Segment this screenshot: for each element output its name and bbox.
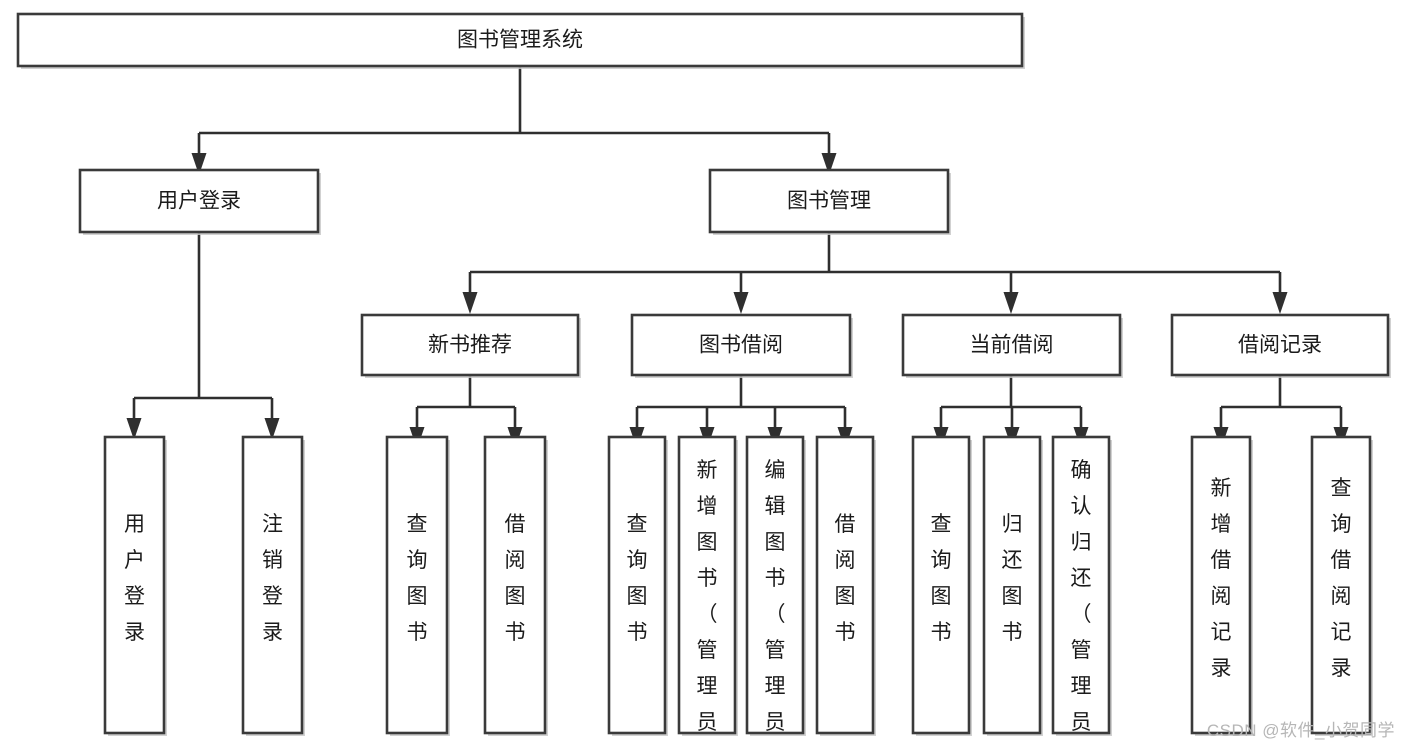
node-label: 查询图书	[627, 513, 648, 644]
node-book-borrow[interactable]: 图书借阅	[630, 313, 853, 378]
edge-group-user-login-to-leaves	[126, 232, 280, 440]
node-rect	[607, 435, 667, 735]
node-root-system[interactable]: 图书管理系统	[16, 12, 1025, 69]
node-leaf-query-book-borrow[interactable]: 查询图书	[607, 435, 668, 736]
node-rect	[241, 435, 304, 735]
edge-group-root-to-level2	[191, 66, 837, 175]
node-label: 用户登录	[157, 190, 241, 213]
node-label: 注销登录	[262, 513, 283, 644]
node-rect	[1310, 435, 1372, 735]
node-label: 图书管理	[787, 190, 871, 213]
edge-group-level2-to-level3	[462, 232, 1288, 314]
node-book-management[interactable]: 图书管理	[708, 168, 951, 235]
node-leaf-add-borrow-record[interactable]: 新增借阅记录	[1190, 435, 1253, 736]
node-layer: 图书管理系统用户登录图书管理新书推荐图书借阅当前借阅借阅记录用户登录注销登录查询…	[16, 12, 1391, 747]
node-rect	[708, 168, 950, 234]
node-current-borrow[interactable]: 当前借阅	[901, 313, 1123, 378]
node-rect	[677, 435, 737, 735]
node-label: 新书推荐	[428, 334, 512, 357]
node-label: 图书管理系统	[457, 29, 583, 52]
node-rect	[16, 12, 1024, 68]
node-rect	[1170, 313, 1390, 377]
node-rect	[103, 435, 166, 735]
node-rect	[78, 168, 320, 234]
node-label: 归还图书	[1002, 513, 1023, 644]
watermark-text: CSDN @软件_小贺同学	[1206, 721, 1395, 740]
node-leaf-edit-book[interactable]: 编辑图书（管理员）	[745, 435, 806, 747]
node-leaf-return-book[interactable]: 归还图书	[982, 435, 1043, 736]
node-leaf-borrow-book-recommend[interactable]: 借阅图书	[483, 435, 548, 736]
node-label: 查询图书	[407, 513, 428, 644]
node-leaf-user-login[interactable]: 用户登录	[103, 435, 167, 736]
node-label: 用户登录	[124, 513, 145, 644]
node-rect	[385, 435, 449, 735]
node-rect	[1190, 435, 1252, 735]
node-rect	[745, 435, 805, 735]
node-label: 编辑图书（管理员）	[765, 459, 786, 747]
node-new-book-recommend[interactable]: 新书推荐	[360, 313, 581, 378]
node-user-login[interactable]: 用户登录	[78, 168, 321, 235]
node-rect	[483, 435, 547, 735]
node-rect	[982, 435, 1042, 735]
node-leaf-query-borrow-record[interactable]: 查询借阅记录	[1310, 435, 1373, 736]
node-leaf-query-book-recommend[interactable]: 查询图书	[385, 435, 450, 736]
node-label: 新增图书（管理员）	[697, 459, 718, 747]
node-label: 借阅记录	[1238, 334, 1322, 357]
connector-layer	[126, 66, 1349, 449]
node-rect	[901, 313, 1122, 377]
node-rect	[911, 435, 971, 735]
node-leaf-confirm-return[interactable]: 确认归还（管理员）	[1051, 435, 1112, 747]
node-label: 当前借阅	[970, 334, 1054, 357]
node-leaf-query-book-current[interactable]: 查询图书	[911, 435, 972, 736]
node-leaf-logout[interactable]: 注销登录	[241, 435, 305, 736]
node-leaf-borrow-book[interactable]: 借阅图书	[815, 435, 876, 736]
node-rect	[630, 313, 852, 377]
node-label: 查询图书	[931, 513, 952, 644]
node-label: 借阅图书	[835, 513, 856, 644]
node-label: 图书借阅	[699, 334, 783, 357]
node-label: 新增借阅记录	[1211, 477, 1232, 680]
node-label: 借阅图书	[505, 513, 526, 644]
node-rect	[1051, 435, 1111, 735]
node-label: 确认归还（管理员）	[1071, 459, 1092, 747]
node-rect	[815, 435, 875, 735]
edge-group-recommend-to-leaves	[409, 375, 523, 449]
node-label: 查询借阅记录	[1331, 477, 1352, 680]
node-rect	[360, 313, 580, 377]
node-leaf-add-book[interactable]: 新增图书（管理员）	[677, 435, 738, 747]
node-borrow-record[interactable]: 借阅记录	[1170, 313, 1391, 378]
